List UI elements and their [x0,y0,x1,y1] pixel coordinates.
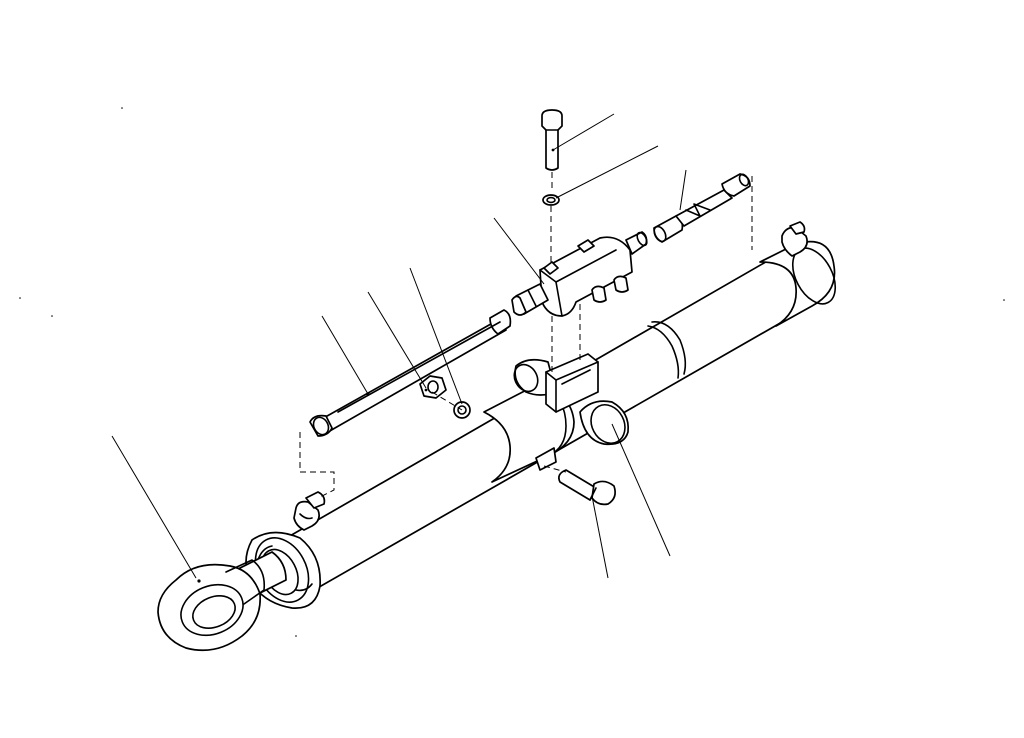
nut [419,375,447,399]
leader-o-ring [555,145,659,199]
assembly-guide-lines [299,172,753,499]
leader-rod-eye [111,435,197,579]
leader-lines [111,113,687,579]
top-bolt [541,109,563,171]
leader-bottom-bolt [591,495,609,579]
front-elbow-fitting [293,491,326,531]
leader-valve-block [493,217,545,285]
hydraulic-tube [309,309,512,437]
rod-eye [157,559,266,652]
o-ring [542,194,560,206]
leader-hose [679,169,687,211]
scan-specks [19,107,1005,637]
hose-assembly [653,173,751,243]
trunnion-mount [513,353,630,471]
leader-nut [367,291,427,389]
leader-top-bolt [552,113,615,151]
valve-block [511,231,648,317]
leader-trunnion [611,423,671,557]
bottom-bolt [558,469,616,506]
rear-elbow-fitting [781,221,808,257]
leader-washer [409,267,463,405]
leader-tube [321,315,369,395]
